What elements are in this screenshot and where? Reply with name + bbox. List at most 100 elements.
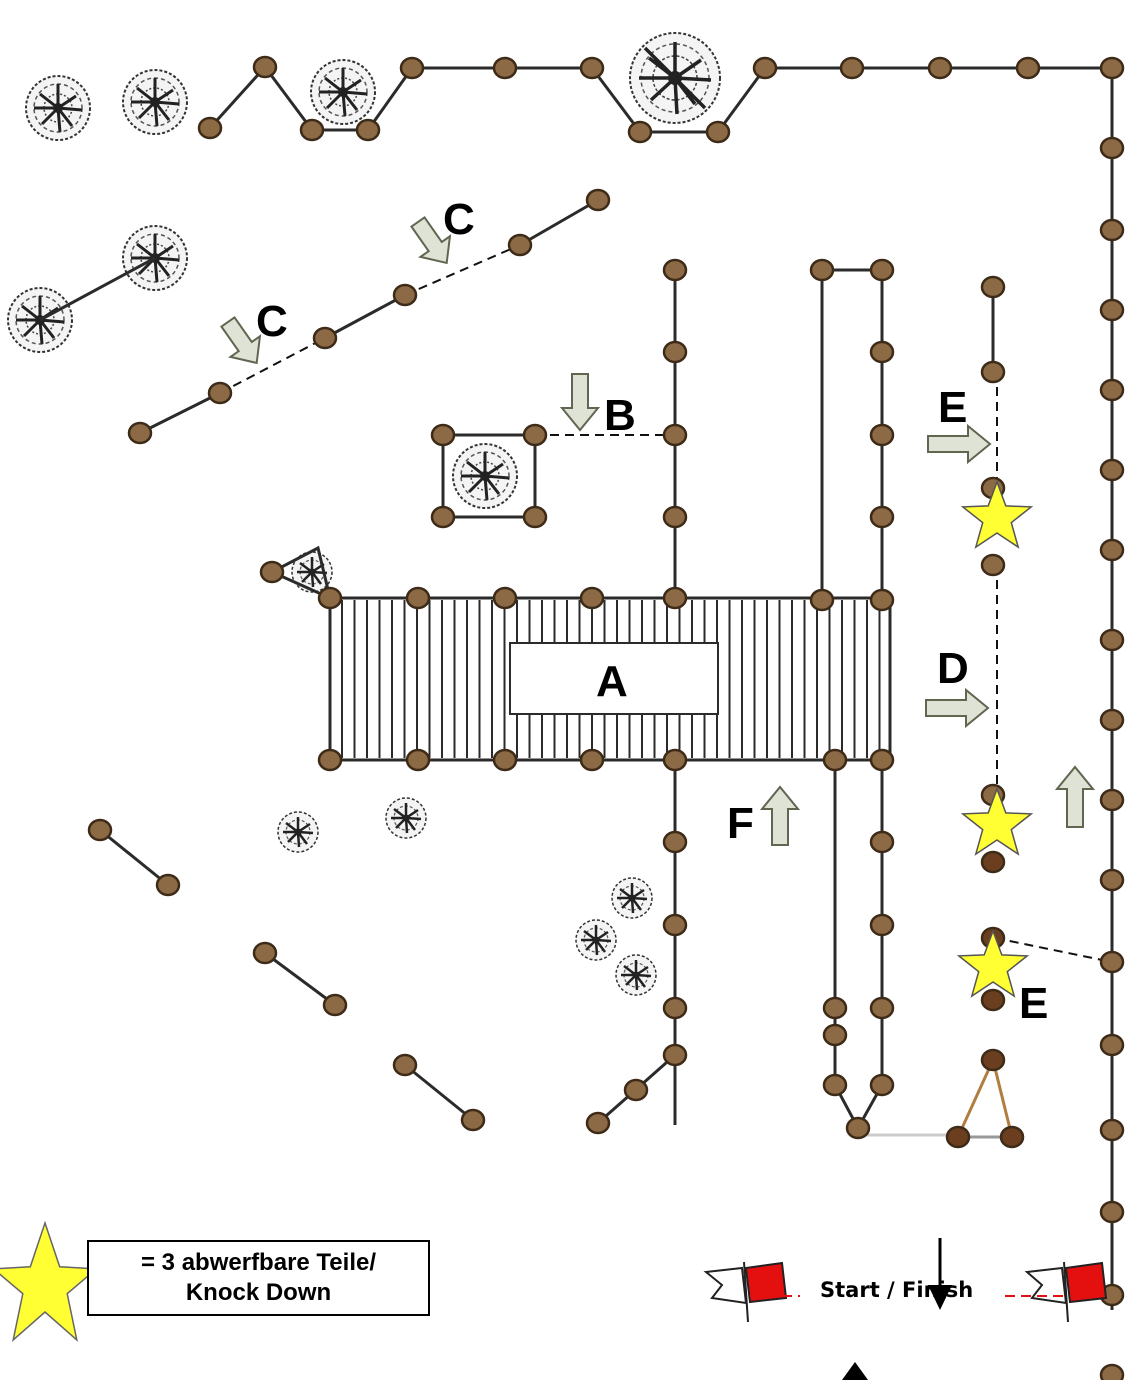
- post-icon: [822, 1023, 848, 1047]
- post-icon: [299, 118, 325, 142]
- flag-left-icon: [703, 1261, 788, 1323]
- post-icon: [405, 748, 431, 772]
- post-icon: [869, 913, 895, 937]
- post-icon: [522, 423, 548, 447]
- bush-icon: [276, 810, 320, 854]
- post-icon: [460, 1108, 486, 1132]
- post-icon: [1099, 136, 1125, 160]
- post-icon: [980, 850, 1006, 874]
- post-icon: [662, 830, 688, 854]
- post-icon: [87, 818, 113, 842]
- post-icon: [869, 588, 895, 612]
- post-icon: [980, 988, 1006, 1012]
- post-icon: [1099, 378, 1125, 402]
- post-icon: [1099, 628, 1125, 652]
- arrow-e1-icon: [927, 423, 992, 465]
- arrow-b-icon: [559, 373, 601, 432]
- post-icon: [662, 258, 688, 282]
- post-icon: [1099, 1033, 1125, 1057]
- post-icon: [869, 996, 895, 1020]
- post-icon: [662, 748, 688, 772]
- post-icon: [312, 326, 338, 350]
- post-icon: [980, 553, 1006, 577]
- post-icon: [1099, 458, 1125, 482]
- post-icon: [845, 1116, 871, 1140]
- label-c1: C: [443, 195, 475, 244]
- post-icon: [155, 873, 181, 897]
- post-icon: [197, 116, 223, 140]
- post-icon: [809, 588, 835, 612]
- post-icon: [252, 941, 278, 965]
- arrow-e2-icon: [1054, 765, 1096, 828]
- arrow-down-icon: [928, 1238, 952, 1310]
- post-icon: [869, 830, 895, 854]
- posts: [87, 55, 1125, 1380]
- post-icon: [585, 188, 611, 212]
- post-icon: [492, 586, 518, 610]
- bush-icon: [614, 953, 658, 997]
- arrow-c1-icon: [410, 216, 452, 265]
- post-icon: [405, 586, 431, 610]
- post-icon: [822, 748, 848, 772]
- star-icon: [960, 786, 1034, 856]
- label-b: B: [604, 391, 636, 440]
- post-icon: [1099, 56, 1125, 80]
- post-icon: [627, 120, 653, 144]
- post-icon: [259, 560, 285, 584]
- arrow-c2-icon: [220, 316, 262, 365]
- post-icon: [662, 340, 688, 364]
- label-e2: E: [1019, 979, 1048, 1028]
- flag-right-icon: [1024, 1261, 1108, 1323]
- post-icon: [1099, 298, 1125, 322]
- post-icon: [662, 1043, 688, 1067]
- post-icon: [322, 993, 348, 1017]
- star-icon: [956, 928, 1030, 998]
- post-icon: [1099, 708, 1125, 732]
- post-icon: [585, 1111, 611, 1135]
- post-icon: [1099, 950, 1125, 974]
- post-icon: [945, 1125, 971, 1149]
- post-icon: [317, 748, 343, 772]
- post-icon: [869, 505, 895, 529]
- bush-icon: [24, 74, 92, 142]
- post-icon: [822, 1073, 848, 1097]
- post-icon: [705, 120, 731, 144]
- post-icon: [623, 1078, 649, 1102]
- legend-line-2: Knock Down: [185, 1279, 332, 1306]
- post-icon: [522, 505, 548, 529]
- post-icon: [1099, 538, 1125, 562]
- label-a: A: [596, 657, 628, 706]
- start-finish-label: Start / Finish: [820, 1278, 974, 1302]
- label-f: F: [727, 799, 754, 848]
- legend-box: = 3 abwerfbare Teile/ Knock Down: [87, 1240, 430, 1316]
- label-d: D: [937, 644, 969, 693]
- bush-icon: [309, 58, 377, 126]
- bush-icon: [610, 876, 654, 920]
- post-icon: [869, 1073, 895, 1097]
- post-icon: [752, 56, 778, 80]
- post-icon: [1099, 1363, 1125, 1380]
- post-icon: [579, 586, 605, 610]
- stars: [956, 479, 1034, 998]
- post-icon: [822, 996, 848, 1020]
- post-icon: [869, 340, 895, 364]
- star-icon: [960, 479, 1034, 549]
- bush-icon: [628, 31, 722, 125]
- label-e1: E: [938, 383, 967, 432]
- arrow-d-icon: [925, 687, 990, 729]
- obstacle-labels: C C B E A D F E: [256, 195, 1048, 1028]
- dashed-lines: [219, 244, 1113, 963]
- post-icon: [507, 233, 533, 257]
- bush-icon: [451, 442, 519, 510]
- post-icon: [869, 423, 895, 447]
- post-icon: [1099, 788, 1125, 812]
- post-icon: [839, 56, 865, 80]
- post-icon: [579, 748, 605, 772]
- post-icon: [399, 56, 425, 80]
- arrow-up-icon: [842, 1362, 868, 1380]
- post-icon: [980, 275, 1006, 299]
- post-icon: [392, 283, 418, 307]
- post-icon: [317, 586, 343, 610]
- post-icon: [430, 423, 456, 447]
